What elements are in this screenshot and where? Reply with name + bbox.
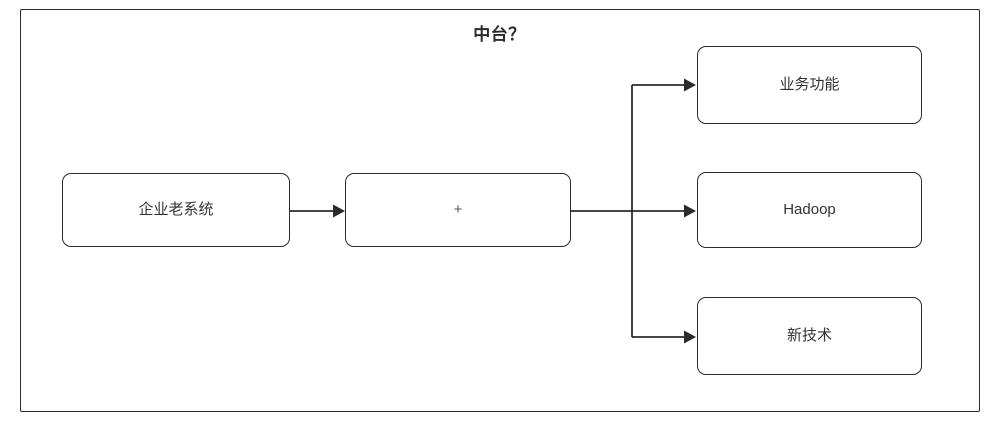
diagram-outer-frame xyxy=(20,9,980,412)
node-new-technology[interactable]: 新技术 xyxy=(697,297,922,375)
node-plus-label: + xyxy=(453,201,463,218)
node-hadoop[interactable]: Hadoop xyxy=(697,172,922,248)
node-new-technology-label: 新技术 xyxy=(786,327,832,344)
node-hadoop-label: Hadoop xyxy=(783,201,836,218)
page-title: 中台？ xyxy=(473,25,526,44)
node-business-function-label: 业务功能 xyxy=(779,76,840,93)
edge-plus-to-hadoop xyxy=(684,204,696,218)
node-plus[interactable]: + xyxy=(345,173,571,247)
edge-plus-to-newtech xyxy=(632,330,696,344)
node-legacy-system[interactable]: 企业老系统 xyxy=(62,173,290,247)
node-business-function[interactable]: 业务功能 xyxy=(697,46,922,124)
node-legacy-system-label: 企业老系统 xyxy=(138,201,214,218)
edge-legacy-to-plus xyxy=(290,204,345,218)
edge-plus-to-business xyxy=(632,78,696,92)
